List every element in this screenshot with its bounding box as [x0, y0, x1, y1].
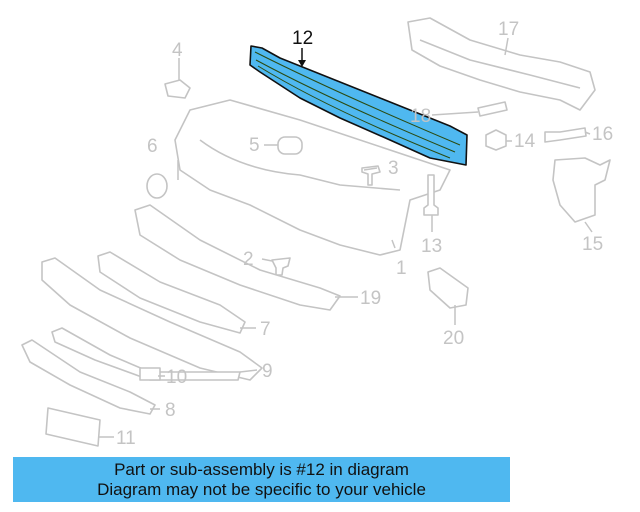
part-17[interactable]: [407, 17, 596, 111]
part-13[interactable]: [423, 174, 439, 216]
callout-14: 14: [514, 131, 536, 152]
part-18[interactable]: [477, 101, 508, 117]
callout-3: 3: [388, 158, 399, 179]
part-20[interactable]: [427, 267, 469, 309]
part-10[interactable]: [139, 367, 161, 381]
part-6[interactable]: [146, 173, 168, 199]
callout-13: 13: [421, 236, 442, 257]
part-2[interactable]: [271, 257, 291, 276]
callout-20: 20: [443, 328, 464, 349]
callout-1: 1: [396, 258, 407, 279]
callout-16: 16: [592, 124, 613, 145]
part-15[interactable]: [552, 157, 611, 223]
callout-18: 18: [410, 106, 431, 127]
part-11[interactable]: [45, 407, 101, 447]
part-5[interactable]: [277, 136, 303, 155]
part-19[interactable]: [134, 204, 341, 311]
callout-9: 9: [262, 361, 273, 382]
banner-line-1: Part or sub-assembly is #12 in diagram: [114, 460, 409, 479]
callout-2: 2: [243, 249, 254, 270]
part-3[interactable]: [361, 165, 381, 186]
callout-12: 12: [292, 28, 313, 49]
banner-line-2: Diagram may not be specific to your vehi…: [97, 480, 426, 499]
callout-10: 10: [166, 367, 187, 388]
callout-17: 17: [498, 19, 519, 40]
part-14[interactable]: [485, 129, 507, 151]
info-banner: Part or sub-assembly is #12 in diagram D…: [13, 457, 510, 502]
callout-7: 7: [260, 319, 271, 340]
callout-15: 15: [582, 234, 603, 255]
callout-19: 19: [360, 288, 381, 309]
callout-11: 11: [116, 428, 136, 449]
callout-6: 6: [147, 136, 158, 157]
callout-5: 5: [249, 135, 260, 156]
callout-4: 4: [172, 40, 183, 61]
part-4[interactable]: [164, 79, 191, 99]
part-9[interactable]: [51, 327, 241, 381]
callout-8: 8: [165, 400, 176, 421]
part-16[interactable]: [544, 127, 587, 143]
